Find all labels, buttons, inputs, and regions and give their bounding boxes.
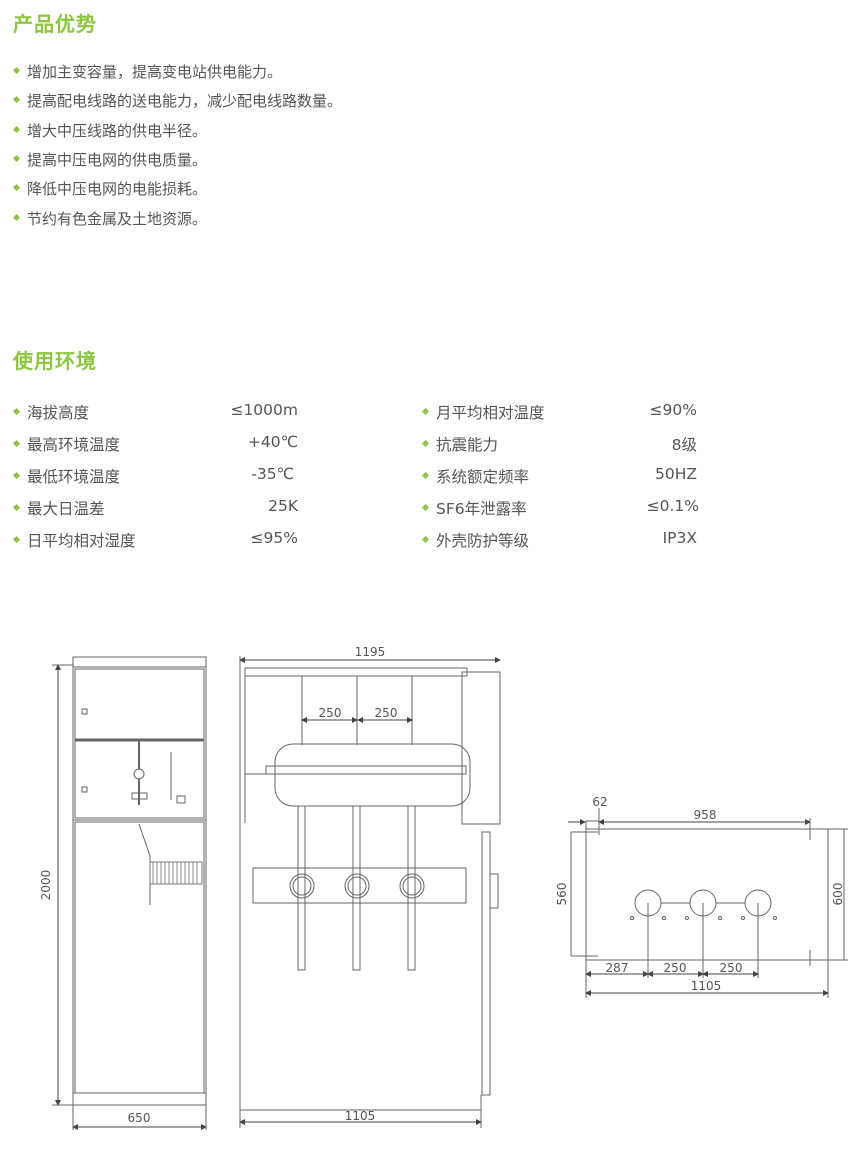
bullet-icon xyxy=(12,439,21,448)
spec-row: 日平均相对湿度 ≤95% xyxy=(12,529,298,551)
bullet-icon xyxy=(421,535,430,544)
bullet-icon xyxy=(421,439,430,448)
spec-label: 海拔高度 xyxy=(27,404,90,422)
bullet-icon xyxy=(12,407,21,416)
spec-label: 月平均相对温度 xyxy=(436,404,545,422)
bullet-icon xyxy=(12,125,21,134)
spec-row: SF6年泄露率 ≤0.1% xyxy=(421,497,699,519)
list-item-text: 提高中压电网的供电质量。 xyxy=(27,151,208,169)
dim-plan-first: 287 xyxy=(606,961,629,975)
spec-value: 8级 xyxy=(671,436,697,454)
advantages-title: 产品优势 xyxy=(13,12,97,36)
dim-plan-spacing2: 250 xyxy=(720,961,743,975)
list-item-text: 增大中压线路的供电半径。 xyxy=(27,122,208,140)
environment-title: 使用环境 xyxy=(13,349,97,373)
spec-row: 最大日温差 25K xyxy=(12,497,298,519)
side-view xyxy=(239,656,501,1128)
spec-value: IP3X xyxy=(662,529,697,547)
spec-value: ≤90% xyxy=(649,401,697,419)
bullet-icon xyxy=(12,95,21,104)
spec-label: 抗震能力 xyxy=(436,436,499,454)
spec-label: 最大日温差 xyxy=(27,500,105,518)
spec-label: 系统额定频率 xyxy=(436,468,530,486)
bullet-icon xyxy=(12,213,21,222)
spec-label: 最高环境温度 xyxy=(27,436,121,454)
bullet-icon xyxy=(12,471,21,480)
spec-label: 外壳防护等级 xyxy=(436,532,530,550)
spec-value: -35℃ xyxy=(251,465,294,483)
list-item-text: 节约有色金属及土地资源。 xyxy=(27,210,208,228)
list-item: 降低中压电网的电能损耗。 xyxy=(12,178,208,199)
dim-side-spacing2: 250 xyxy=(375,706,398,720)
spec-row: 系统额定频率 50HZ xyxy=(421,465,697,487)
bullet-icon xyxy=(421,503,430,512)
dim-plan-hole-depth: 560 xyxy=(555,883,569,906)
bullet-icon xyxy=(12,535,21,544)
front-view xyxy=(52,656,207,1130)
dim-side-top: 1195 xyxy=(355,645,386,659)
list-item: 提高配电线路的送电能力，减少配电线路数量。 xyxy=(12,90,343,111)
spec-label: 最低环境温度 xyxy=(27,468,121,486)
spec-label: 日平均相对湿度 xyxy=(27,532,136,550)
spec-label: SF6年泄露率 xyxy=(436,500,527,518)
list-item-text: 提高配电线路的送电能力，减少配电线路数量。 xyxy=(27,92,343,110)
spec-value: ≤0.1% xyxy=(646,497,699,515)
bullet-icon xyxy=(12,183,21,192)
spec-row: 最低环境温度 -35℃ xyxy=(12,465,294,487)
bullet-icon xyxy=(12,66,21,75)
list-item-text: 增加主变容量，提高变电站供电能力。 xyxy=(27,63,283,81)
spec-row: 海拔高度 ≤1000m xyxy=(12,401,298,423)
list-item: 增大中压线路的供电半径。 xyxy=(12,120,208,141)
dim-plan-width: 1105 xyxy=(691,979,722,993)
dim-plan-hole-span: 958 xyxy=(694,808,717,822)
dim-plan-offset: 62 xyxy=(592,795,607,809)
bullet-icon xyxy=(12,154,21,163)
list-item: 提高中压电网的供电质量。 xyxy=(12,149,208,170)
bullet-icon xyxy=(12,503,21,512)
bullet-icon xyxy=(421,471,430,480)
list-item: 节约有色金属及土地资源。 xyxy=(12,208,208,229)
dim-front-width: 650 xyxy=(128,1111,151,1125)
dim-plan-depth: 600 xyxy=(831,883,845,906)
list-item: 增加主变容量，提高变电站供电能力。 xyxy=(12,61,283,82)
spec-row: 外壳防护等级 IP3X xyxy=(421,529,697,551)
spec-value: +40℃ xyxy=(247,433,298,451)
spec-value: 50HZ xyxy=(655,465,697,483)
spec-row: 最高环境温度 +40℃ xyxy=(12,433,298,455)
spec-value: ≤95% xyxy=(250,529,298,547)
spec-row: 月平均相对温度 ≤90% xyxy=(421,401,697,423)
bullet-icon xyxy=(421,407,430,416)
dim-plan-spacing1: 250 xyxy=(664,961,687,975)
dim-side-spacing1: 250 xyxy=(319,706,342,720)
dim-front-height: 2000 xyxy=(39,870,53,901)
plan-view xyxy=(568,808,848,998)
spec-value: 25K xyxy=(268,497,298,515)
list-item-text: 降低中压电网的电能损耗。 xyxy=(27,180,208,198)
spec-row: 抗震能力 8级 xyxy=(421,433,697,455)
dim-side-bottom: 1105 xyxy=(345,1109,376,1123)
technical-drawing: 2000 650 1195 250 250 1105 62 958 560 60… xyxy=(39,645,848,1130)
spec-value: ≤1000m xyxy=(230,401,298,419)
